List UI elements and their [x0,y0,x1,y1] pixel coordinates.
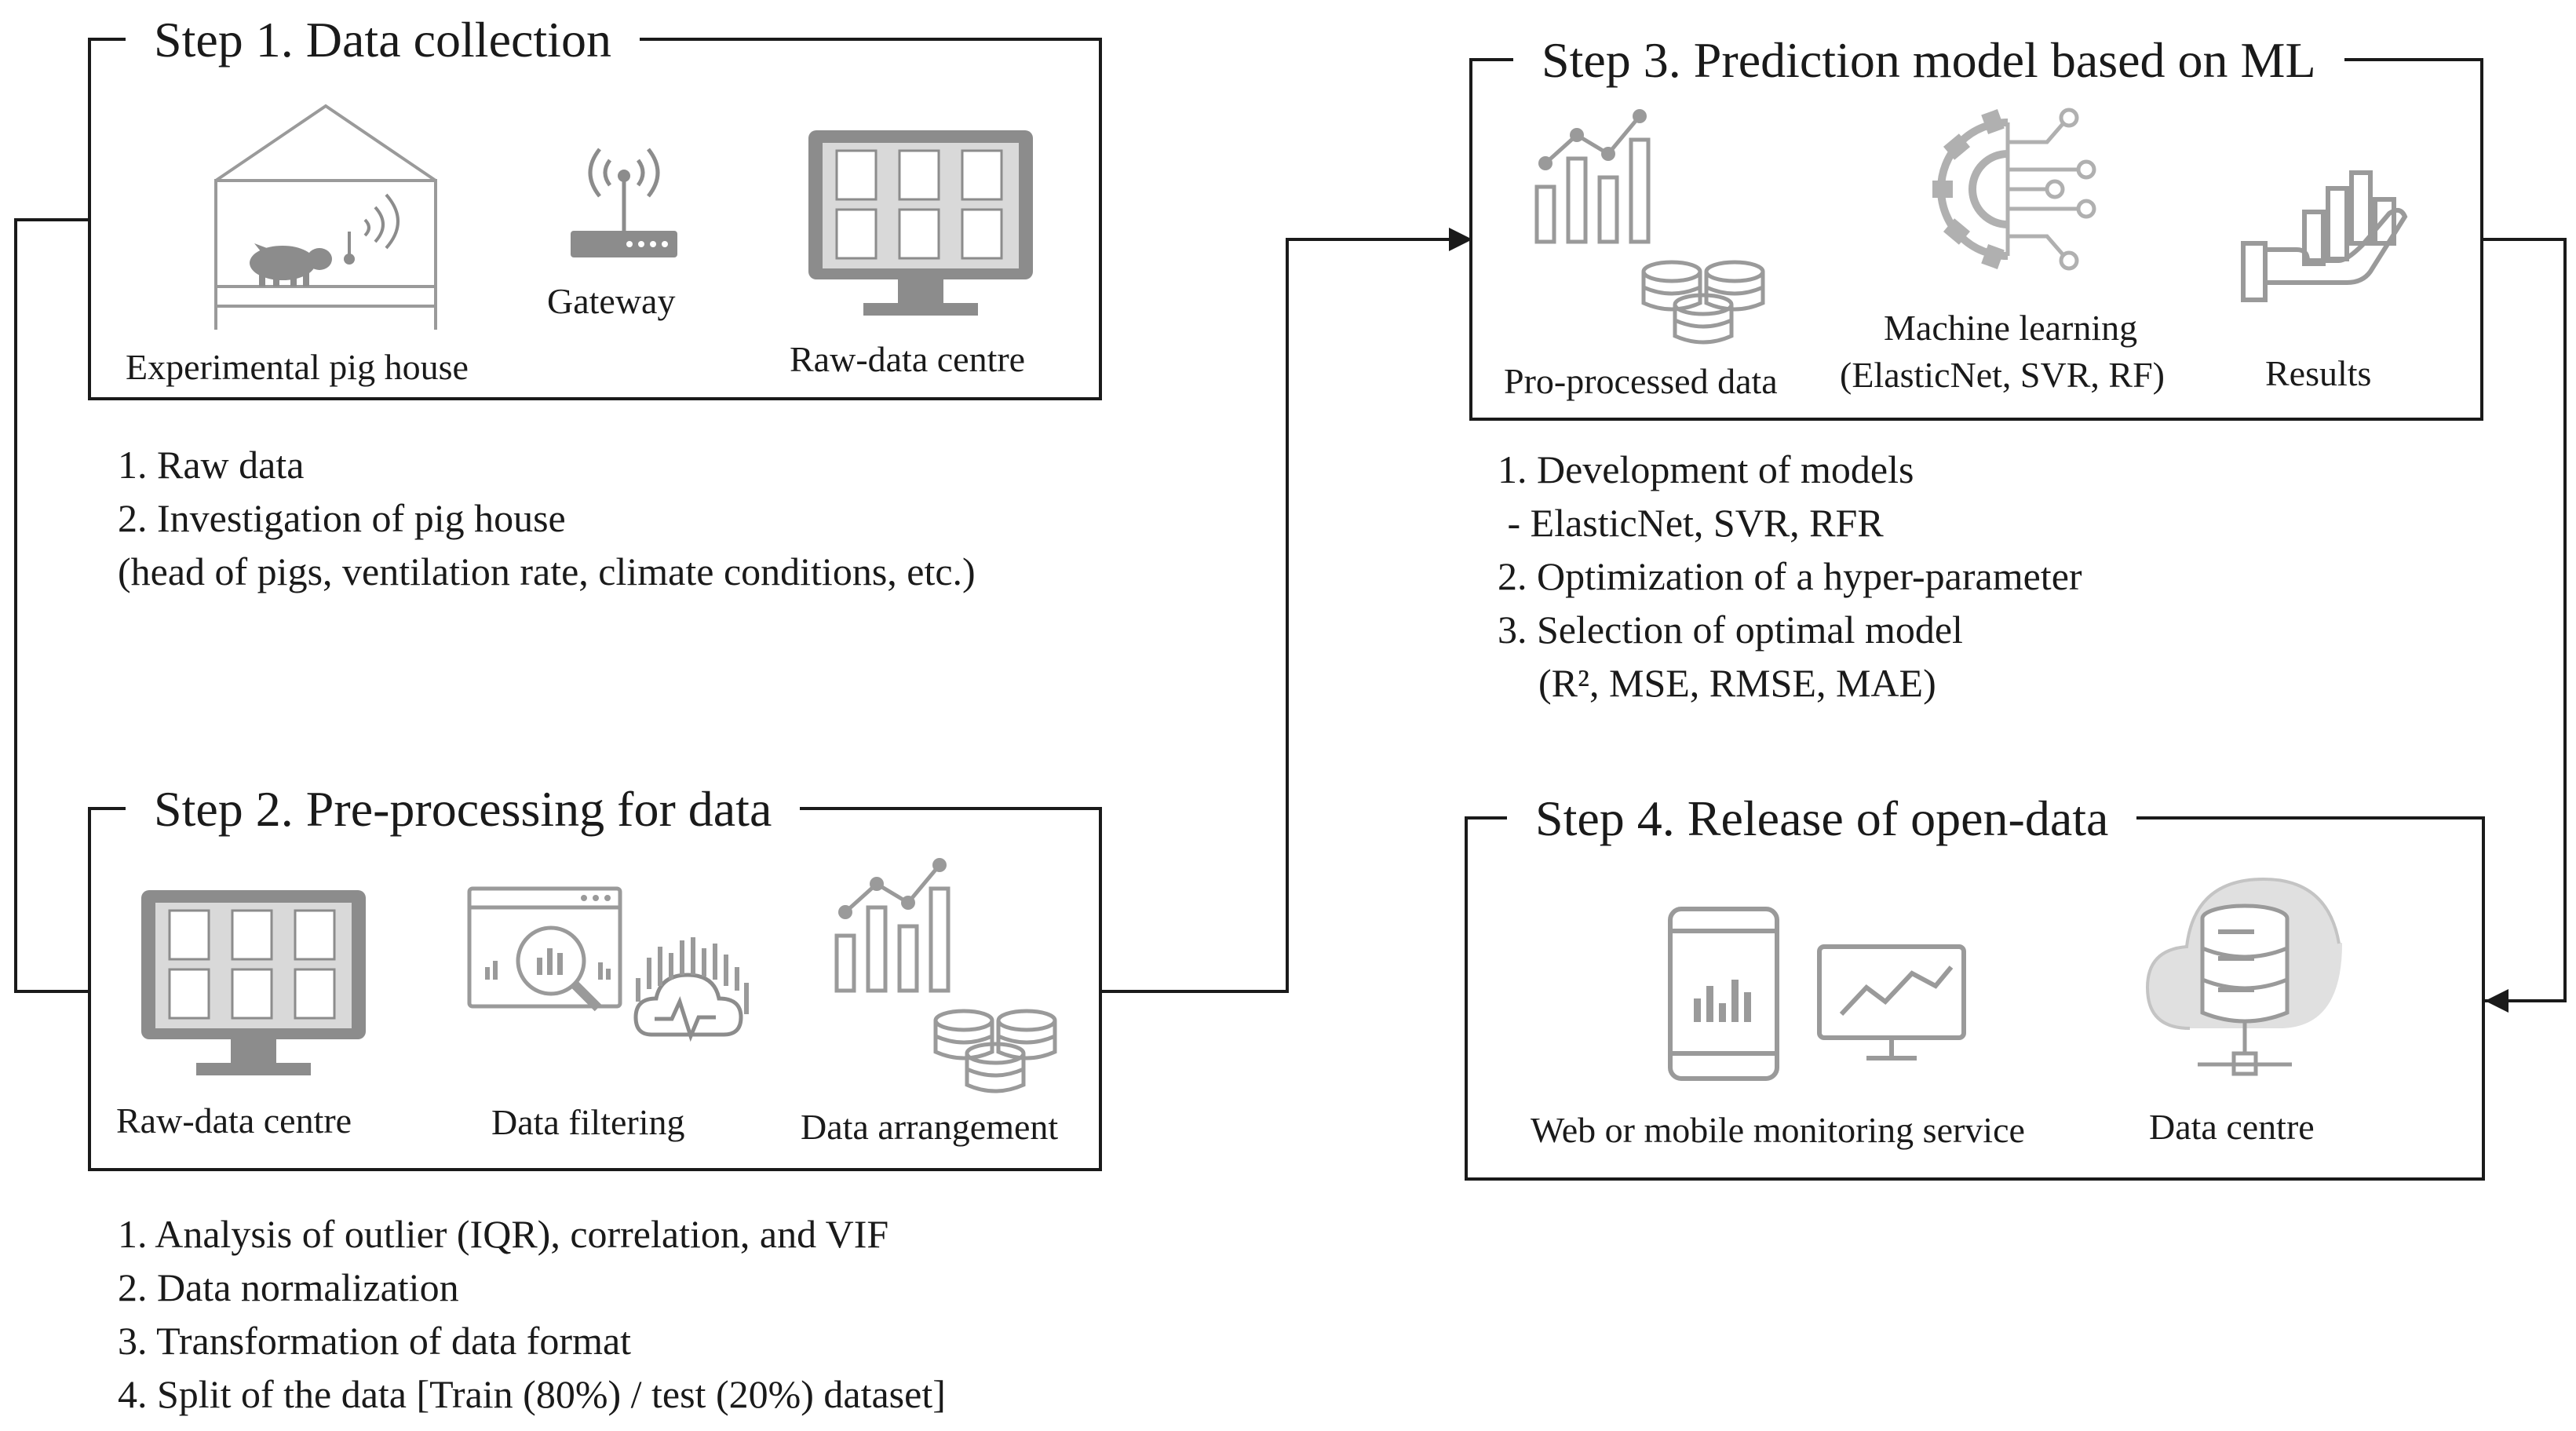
arrow-step3-to-step4 [2480,238,2567,1002]
note-line: 3. Selection of optimal model [1498,608,1963,652]
arrow-step2-to-step3 [1102,238,1469,993]
step3-notes: 1. Development of models - ElasticNet, S… [1498,443,2082,710]
note-line: 1. Development of models [1498,447,1914,491]
note-line: 1. Raw data [118,443,305,487]
item-label: Raw-data centre [116,1101,352,1141]
item-label: Raw-data centre [790,339,1026,379]
item-label: Data arrangement [801,1107,1059,1147]
item-label: Results [2265,353,2372,393]
processed-data-icon [1531,99,1774,350]
raw-data-monitor-icon [805,127,1036,323]
note-line: 2. Data normalization [118,1265,459,1309]
note-line: 2. Investigation of pig house [118,496,566,540]
note-line: (R², MSE, RMSE, MAE) [1538,661,1936,705]
step1-notes: 1. Raw data 2. Investigation of pig hous… [118,438,976,598]
note-line: - ElasticNet, SVR, RFR [1498,501,1884,545]
note-line: 1. Analysis of outlier (IQR), correlatio… [118,1212,889,1256]
item-label: Machine learning [1884,308,2138,348]
item-label: Data filtering [491,1102,685,1142]
item-label: Pro-processed data [1504,361,1778,401]
item-label: Web or mobile monitoring service [1531,1110,2025,1150]
machine-learning-gear-icon [1929,107,2110,279]
results-hand-chart-icon [2238,165,2408,306]
note-line: 2. Optimization of a hyper-parameter [1498,554,2082,598]
step1-title: Step 1. Data collection [126,13,640,68]
step3-title: Step 3. Prediction model based on ML [1513,33,2344,88]
data-arrangement-icon [830,848,1066,1099]
note-line: 4. Split of the data [Train (80%) / test… [118,1372,946,1416]
raw-data-monitor-icon [138,887,369,1083]
arrow-head-step4 [2485,989,2508,1013]
item-label: Gateway [547,281,676,321]
item-label-secondary: (ElasticNet, SVR, RF) [1840,355,2165,395]
arrow-head-step3 [1449,228,1472,251]
item-label: Data centre [2149,1107,2315,1147]
cloud-data-centre-icon [2143,871,2347,1088]
data-filtering-icon [466,885,764,1074]
pig-house-icon [212,102,440,338]
arrow-step1-to-step2 [14,218,93,993]
gateway-router-icon [567,148,681,268]
step2-notes: 1. Analysis of outlier (IQR), correlatio… [118,1207,946,1421]
note-line: 3. Transformation of data format [118,1319,632,1363]
web-mobile-monitoring-icon [1666,904,1979,1085]
item-label: Experimental pig house [126,347,469,387]
note-line: (head of pigs, ventilation rate, climate… [118,549,976,593]
step4-title: Step 4. Release of open-data [1507,791,2137,846]
step2-title: Step 2. Pre-processing for data [126,782,801,837]
